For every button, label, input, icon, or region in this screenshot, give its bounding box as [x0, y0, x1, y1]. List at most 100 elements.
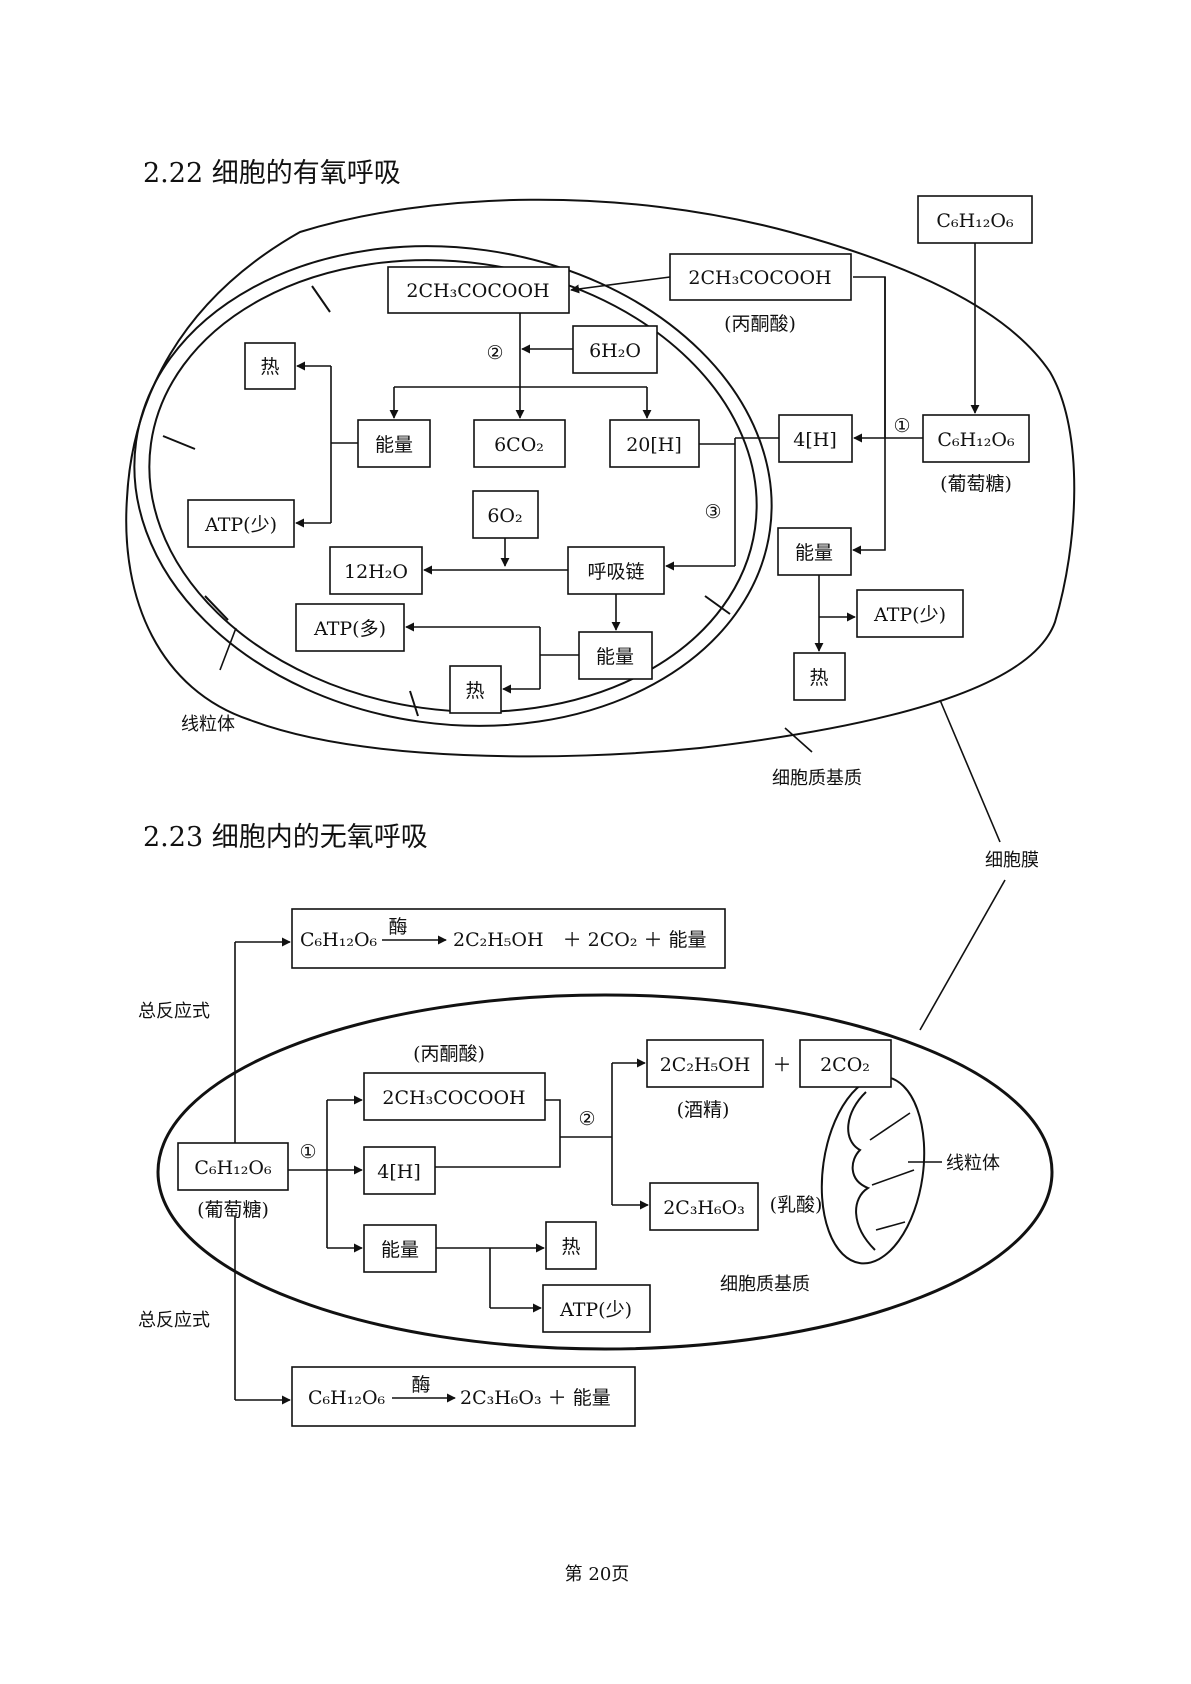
label-total-equation-top: 总反应式: [138, 1001, 210, 1022]
label-mitochondrion-22: 线粒体: [181, 714, 235, 735]
mitochondrion-icon: [820, 1075, 926, 1265]
svg-text:能量: 能量: [795, 542, 833, 564]
box-lactic-acid: 2C₃H₆O₃: [649, 1182, 759, 1231]
mito-pointer: [219, 627, 237, 671]
stage-2-marker-23: ②: [578, 1108, 595, 1130]
box-water-out: 12H₂O: [329, 546, 423, 595]
svg-text:热: 热: [561, 1236, 580, 1258]
box-glucose-23: C₆H₁₂O₆: [177, 1142, 289, 1191]
svg-text:呼吸链: 呼吸链: [587, 561, 644, 583]
box-heat-cytoplasm: 热: [793, 652, 846, 701]
svg-text:能量: 能量: [375, 434, 413, 456]
box-ethanol: 2C₂H₅OH: [646, 1039, 764, 1088]
equation-alcohol: C₆H₁₂O₆ 酶 2C₂H₅OH ＋ 2CO₂ ＋ 能量: [291, 908, 726, 969]
arrows-aerobic: [295, 243, 980, 694]
box-pyruvate-mitochondria: 2CH₃COCOOH: [387, 266, 570, 314]
svg-text:C₆H₁₂O₆: C₆H₁₂O₆: [194, 1157, 272, 1179]
svg-text:2CH₃COCOOH: 2CH₃COCOOH: [406, 280, 549, 302]
box-heat-stage2: 热: [244, 342, 296, 390]
box-co2: 6CO₂: [473, 419, 566, 468]
svg-text:2CH₃COCOOH: 2CH₃COCOOH: [382, 1087, 525, 1109]
svg-text:热: 热: [260, 356, 279, 378]
svg-text:2CO₂: 2CO₂: [820, 1054, 870, 1076]
svg-text:4[H]: 4[H]: [793, 429, 836, 451]
svg-text:能量: 能量: [596, 646, 634, 668]
box-pyruvate-23: 2CH₃COCOOH: [363, 1072, 546, 1121]
svg-text:C₆H₁₂O₆: C₆H₁₂O₆: [308, 1387, 386, 1409]
mitochondrion-inner: [148, 259, 758, 713]
box-hydrogen-4: 4[H]: [778, 414, 853, 463]
box-energy-stage2: 能量: [357, 419, 431, 468]
svg-text:2CH₃COCOOH: 2CH₃COCOOH: [688, 267, 831, 289]
svg-text:C₆H₁₂O₆: C₆H₁₂O₆: [300, 929, 378, 951]
label-mitochondrion-23: 线粒体: [946, 1153, 1000, 1174]
svg-text:ATP(少): ATP(少): [204, 514, 277, 536]
svg-text:ATP(少): ATP(少): [873, 604, 946, 626]
box-atp-cytoplasm: ATP(少): [856, 589, 964, 638]
box-pyruvate-cytoplasm: 2CH₃COCOOH: [669, 253, 852, 301]
svg-text:ATP(少): ATP(少): [559, 1299, 632, 1321]
stage-1-marker-23: ①: [299, 1141, 316, 1163]
svg-text:ATP(多): ATP(多): [313, 618, 386, 640]
box-glucose-inside: C₆H₁₂O₆: [922, 414, 1030, 463]
svg-text:6CO₂: 6CO₂: [494, 434, 544, 456]
cell-membrane: [125, 198, 1076, 758]
cell-membrane-23: [156, 993, 1054, 1351]
svg-text:C₆H₁₂O₆: C₆H₁₂O₆: [936, 210, 1014, 232]
box-atp-23: ATP(少): [542, 1284, 651, 1333]
box-hydrogen-20: 20[H]: [609, 419, 700, 468]
arrows-anaerobic: [234, 937, 649, 1405]
watermark: 知乎 @生涯见陶然: [922, 1633, 1172, 1668]
membrane-pointer-top: [939, 699, 1001, 843]
label-lactic-name: (乳酸): [770, 1194, 823, 1216]
svg-text:酶: 酶: [411, 1374, 430, 1396]
label-glucose-name-22: (葡萄糖): [940, 473, 1012, 495]
svg-text:12H₂O: 12H₂O: [344, 561, 408, 583]
cristae: [162, 285, 731, 717]
section-22-title: 2.22 细胞的有氧呼吸: [143, 158, 401, 189]
label-pyruvate-name-22: (丙酮酸): [724, 313, 796, 335]
label-cell-membrane: 细胞膜: [985, 850, 1039, 871]
label-glucose-name-23: (葡萄糖): [197, 1199, 269, 1221]
equation-lactic: C₆H₁₂O₆ 酶 2C₃H₆O₃ ＋ 能量: [291, 1366, 636, 1427]
stage-1-marker-22: ①: [893, 415, 910, 437]
svg-text:6O₂: 6O₂: [487, 505, 522, 527]
label-cytoplasmic-matrix-23: 细胞质基质: [720, 1274, 810, 1295]
label-ethanol-name: (酒精): [677, 1099, 730, 1121]
page-number: 第 20页: [565, 1564, 630, 1585]
svg-text:2C₃H₆O₃ ＋ 能量: 2C₃H₆O₃ ＋ 能量: [460, 1387, 611, 1409]
section-23-title: 2.23 细胞内的无氧呼吸: [143, 822, 428, 853]
svg-text:酶: 酶: [388, 916, 407, 938]
box-water-in: 6H₂O: [572, 325, 658, 374]
stage-3-marker-22: ③: [704, 501, 721, 523]
label-total-equation-bottom: 总反应式: [138, 1310, 210, 1331]
svg-text:C₆H₁₂O₆: C₆H₁₂O₆: [937, 429, 1015, 451]
box-atp-stage2: ATP(少): [187, 499, 295, 548]
box-respiratory-chain: 呼吸链: [567, 546, 665, 595]
svg-text:20[H]: 20[H]: [626, 434, 682, 456]
stage-2-marker-22: ②: [486, 342, 503, 364]
svg-text:4[H]: 4[H]: [377, 1161, 420, 1183]
svg-text:2C₂H₅OH: 2C₂H₅OH: [660, 1054, 751, 1076]
svg-text:2C₂H₅OH ＋ 2CO₂ ＋ 能量: 2C₂H₅OH ＋ 2CO₂ ＋ 能量: [453, 929, 707, 951]
svg-text:热: 热: [809, 667, 828, 689]
label-cytoplasmic-matrix-22: 细胞质基质: [772, 768, 862, 789]
matrix-pointer: [784, 727, 813, 753]
svg-text:2C₃H₆O₃: 2C₃H₆O₃: [663, 1197, 745, 1219]
box-energy-stage3: 能量: [578, 631, 653, 680]
svg-text:能量: 能量: [381, 1239, 419, 1261]
membrane-pointer-bottom: [919, 879, 1006, 1031]
svg-text:6H₂O: 6H₂O: [589, 340, 641, 362]
mitochondrion-outer: [133, 245, 773, 727]
box-co2-23: 2CO₂: [799, 1039, 892, 1088]
box-atp-stage3: ATP(多): [295, 603, 405, 652]
box-energy-23: 能量: [363, 1224, 437, 1273]
box-oxygen: 6O₂: [472, 490, 539, 539]
label-pyruvate-name-23: (丙酮酸): [413, 1043, 485, 1065]
box-energy-cytoplasm: 能量: [777, 527, 852, 576]
box-heat-23: 热: [545, 1221, 597, 1270]
box-glucose-outside: C₆H₁₂O₆: [917, 195, 1033, 244]
box-hydrogen-23: 4[H]: [363, 1146, 436, 1195]
plus-sign: ＋: [772, 1054, 791, 1076]
